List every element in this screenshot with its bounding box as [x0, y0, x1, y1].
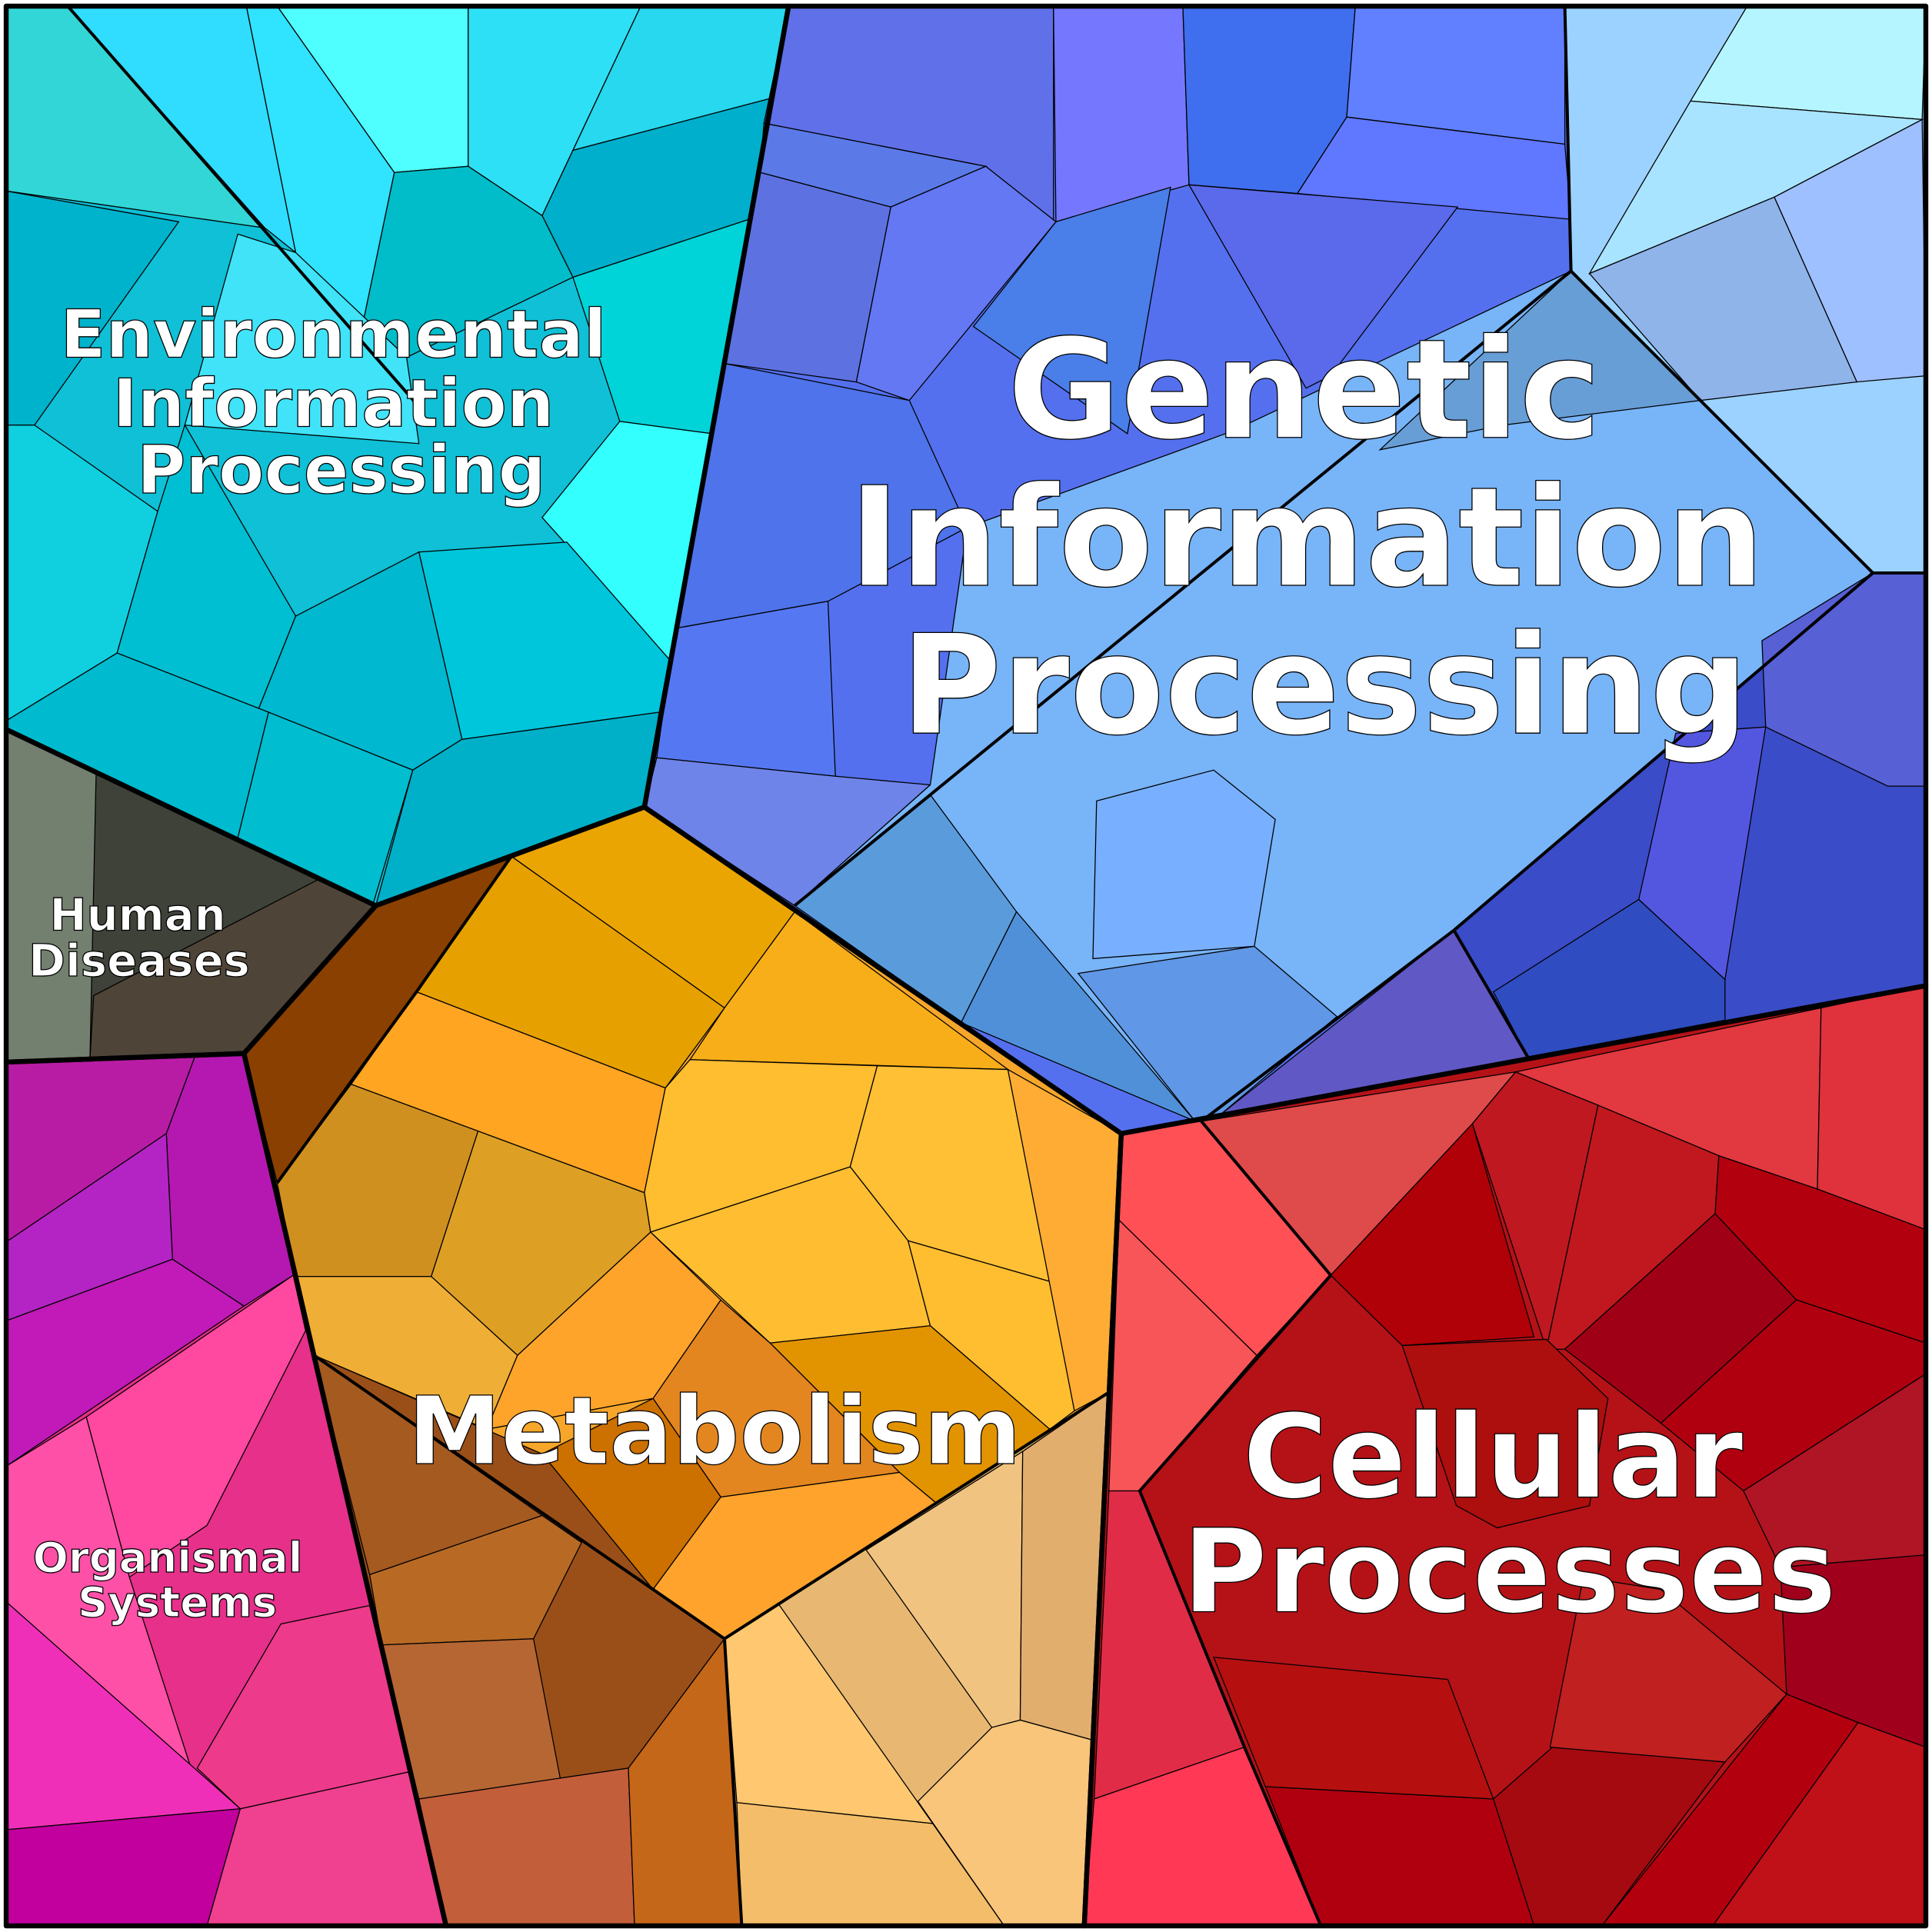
region-genetic-information-processing — [644, 5, 1927, 1134]
region-cellular-processes — [1084, 984, 1927, 1927]
region-organismal-systems — [5, 1053, 447, 1927]
label-metabolism: Metabolism — [408, 1377, 1021, 1486]
label-cellular-processes: Cellular Processes — [1182, 1389, 1836, 1639]
region-borders — [3, 3, 1929, 1929]
region-environmental-information-processing — [5, 5, 790, 907]
label-environmental-information-processing: Environmental Information Processing — [60, 297, 629, 509]
label-human-diseases: Human Diseases — [28, 889, 250, 987]
label-genetic-information-processing: Genetic Information Processing — [849, 310, 1813, 766]
label-organismal-systems: Organismal Systems — [33, 1533, 318, 1627]
region-metabolism — [243, 806, 1122, 1927]
